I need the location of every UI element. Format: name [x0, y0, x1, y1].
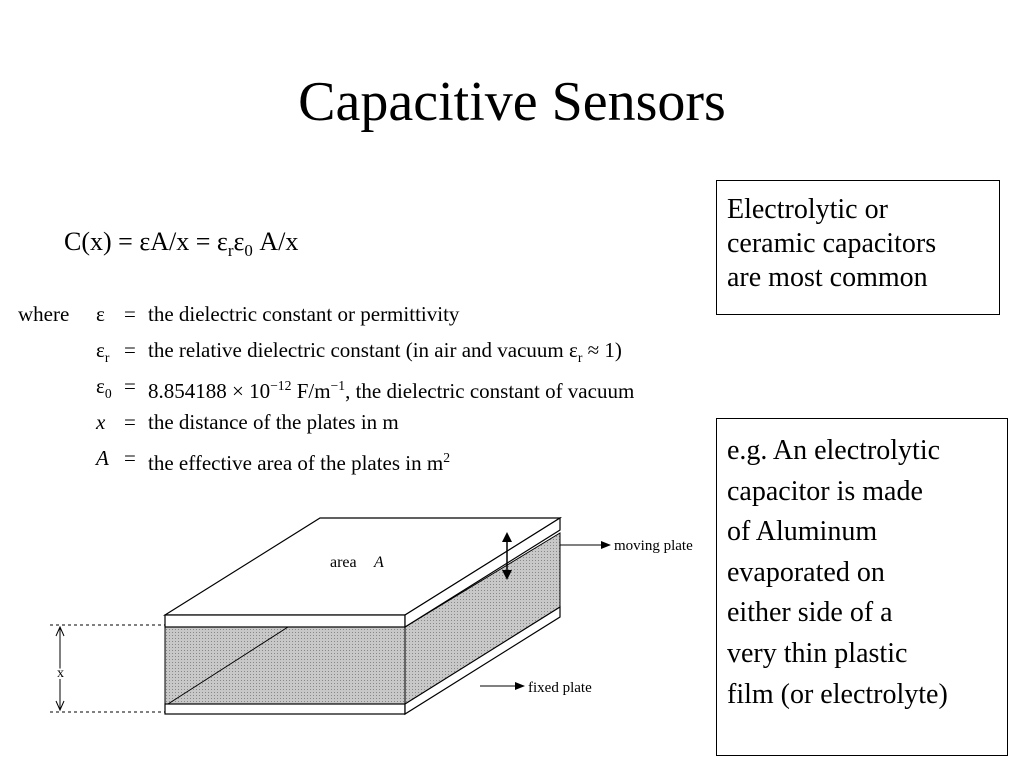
note-line: ceramic capacitors: [727, 228, 937, 259]
moving-plate-front: [164, 614, 406, 628]
formula-r-subscript: r: [227, 241, 234, 261]
note-line: capacitor is made: [727, 475, 923, 507]
note-line: film (or electrolyte): [727, 678, 948, 710]
definition-text: the dielectric constant or permittivity: [148, 302, 460, 326]
formula-zero-subscript: 0: [244, 241, 253, 261]
area-label: area: [330, 554, 357, 571]
note-line: e.g. An electrolytic: [727, 435, 941, 466]
note-line: very thin plastic: [727, 637, 908, 669]
note-line: are most common: [727, 262, 928, 293]
definition-text: the distance of the plates in m: [148, 410, 399, 434]
definition-row-epsilon-0: ε0 = 8.854188 × 10−12 F/m−1, the dielect…: [18, 368, 634, 404]
definition-symbol: x: [96, 410, 106, 434]
note-box-common-capacitors: Electrolytic or ceramic capacitors are m…: [716, 180, 1000, 315]
note-line: of Aluminum: [727, 516, 878, 548]
where-label: where: [18, 302, 70, 326]
formula-rhs: A/x: [252, 227, 299, 256]
formula-epsilon: ε: [233, 227, 245, 256]
fixed-plate-label: fixed plate: [528, 680, 592, 696]
dielectric-front: [164, 626, 406, 708]
equals-sign: =: [124, 338, 136, 362]
definition-row-epsilon: where ε = the dielectric constant or per…: [18, 296, 634, 332]
definition-text: the effective area of the plates in m2: [148, 450, 451, 475]
equals-sign: =: [124, 302, 136, 326]
note-box-electrolytic-example: e.g. An electrolytic capacitor is made o…: [716, 418, 1008, 756]
svg-text:x: x: [57, 666, 64, 681]
definition-text: 8.854188 × 10−12 F/m−1, the dielectric c…: [148, 378, 635, 403]
equals-sign: =: [124, 410, 136, 434]
distance-label: x: [57, 666, 64, 681]
definition-symbol: ε: [96, 302, 105, 326]
definition-row-a: A = the effective area of the plates in …: [18, 440, 634, 476]
definition-symbol: ε0: [96, 374, 112, 402]
area-symbol: A: [373, 554, 384, 571]
definition-row-x: x = the distance of the plates in m: [18, 404, 634, 440]
note-line: either side of a: [727, 597, 893, 629]
definition-symbol: εr: [96, 338, 110, 366]
slide-title: Capacitive Sensors: [298, 71, 726, 133]
definition-symbol: A: [96, 446, 109, 470]
note-line: evaporated on: [727, 556, 885, 588]
moving-plate-label: moving plate: [614, 538, 693, 554]
capacitance-formula: C(x) = εA/x = εrε0 A/x: [64, 222, 298, 271]
definition-row-epsilon-r: εr = the relative dielectric constant (i…: [18, 332, 634, 368]
capacitor-plate-diagram: area A moving plate fixed plate x x: [50, 516, 693, 716]
equals-sign: =: [124, 374, 136, 398]
definitions-list: where ε = the dielectric constant or per…: [18, 296, 634, 476]
formula-lhs: C(x) = εA/x = ε: [64, 227, 228, 256]
moving-plate-side: [404, 516, 561, 629]
definition-text: the relative dielectric constant (in air…: [148, 338, 622, 366]
equals-sign: =: [124, 446, 136, 470]
fixed-plate-front: [164, 703, 406, 715]
note-line: Electrolytic or: [727, 194, 888, 225]
fixed-plate-side: [404, 605, 561, 716]
